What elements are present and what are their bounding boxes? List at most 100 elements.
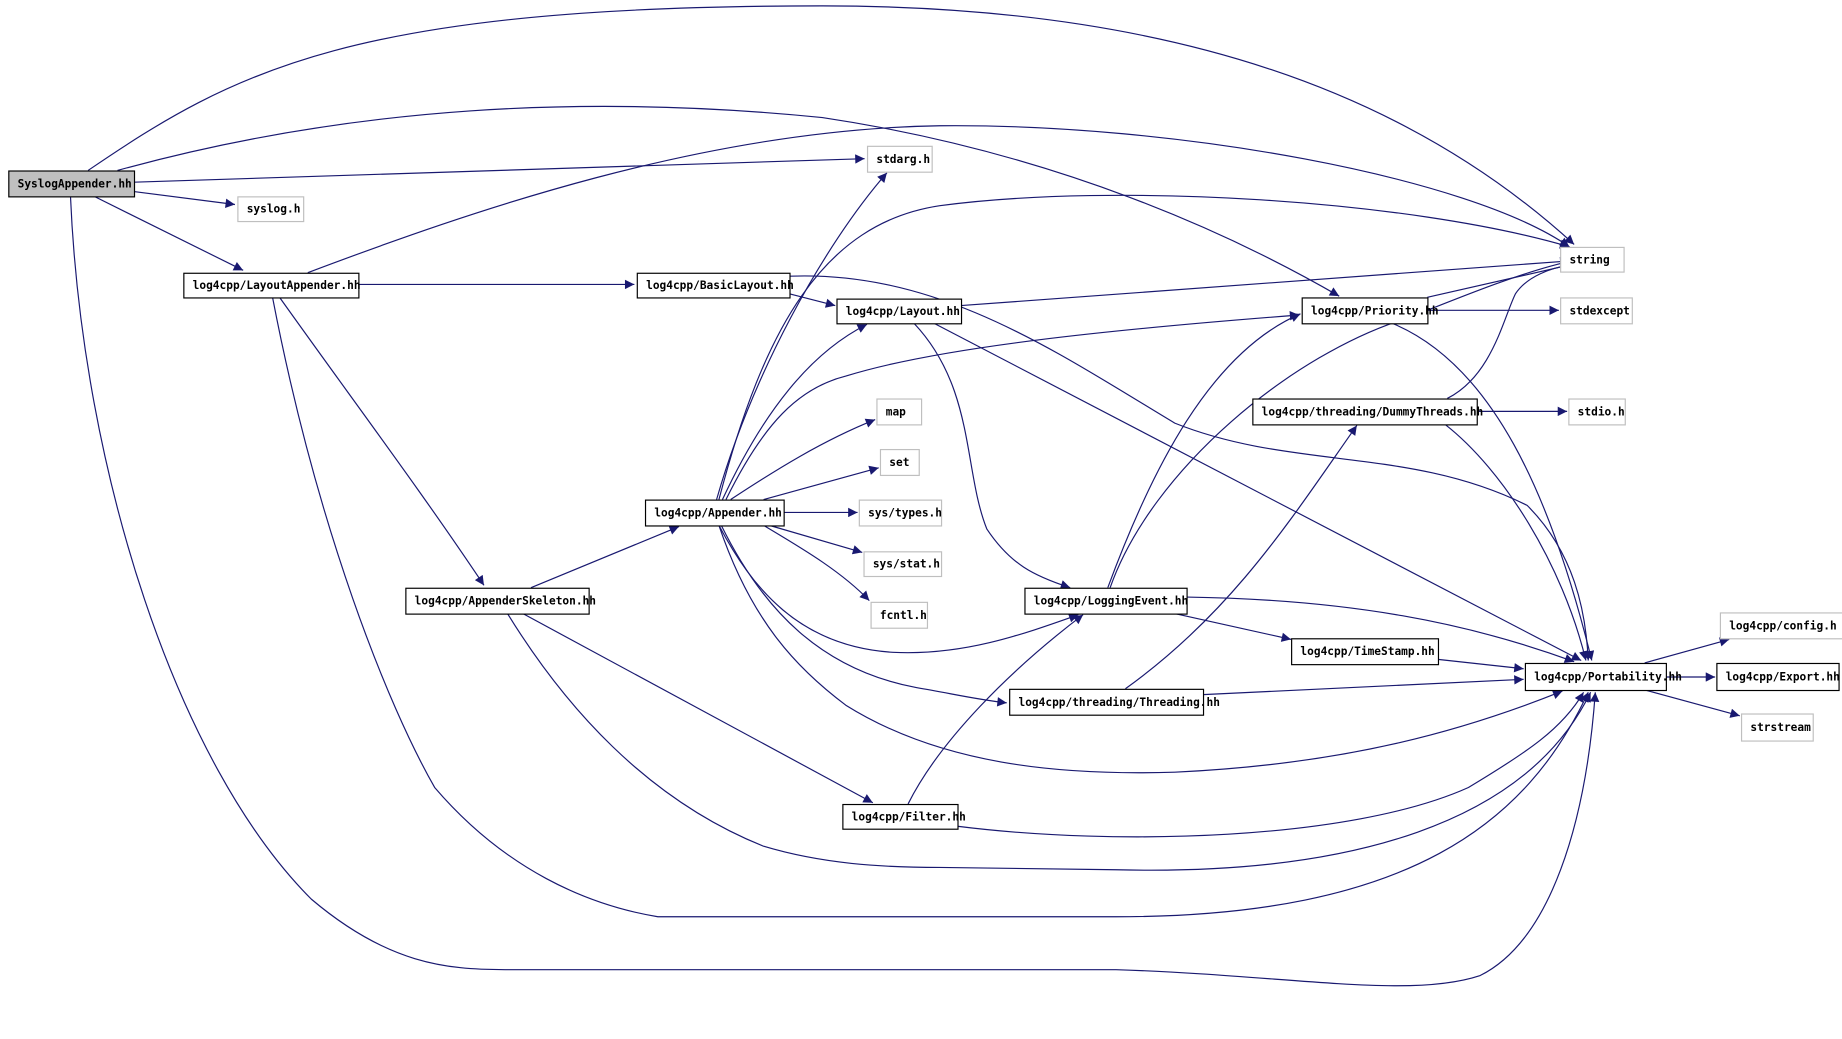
- node-label: strstream: [1750, 721, 1811, 734]
- node-box: [858, 499, 943, 527]
- node-box: [1740, 713, 1814, 742]
- node-box: [836, 298, 963, 325]
- node-label: log4cpp/LoggingEvent.hh: [1034, 595, 1188, 608]
- edge-syslogappender-to-portability: [69, 196, 1600, 987]
- node-dummythreads[interactable]: log4cpp/threading/DummyThreads.hh: [1252, 398, 1484, 426]
- node-box: [866, 145, 933, 173]
- node-strstream: strstream: [1740, 713, 1814, 742]
- node-label: sys/stat.h: [873, 558, 940, 571]
- node-stdio: stdio.h: [1568, 398, 1626, 426]
- edge-appender-to-portability: [718, 525, 1563, 774]
- edges: [69, 5, 1740, 987]
- edge-layout-to-portability: [933, 322, 1582, 662]
- node-label: log4cpp/TimeStamp.hh: [1300, 645, 1434, 658]
- node-set: set: [879, 448, 920, 477]
- node-box: [863, 551, 943, 578]
- edge-appender-to-threading: [720, 525, 1007, 707]
- edge-loggingevent-to-priority: [1107, 313, 1301, 588]
- node-syslogappender[interactable]: SyslogAppender.hh: [8, 170, 136, 198]
- edge-loggingevent-to-portability: [1186, 596, 1575, 663]
- node-systypes: sys/types.h: [858, 499, 943, 527]
- edge-basiclayout-to-layout: [789, 293, 836, 308]
- node-label: log4cpp/LayoutAppender.hh: [193, 279, 361, 292]
- edge-dummythreads-to-string: [1447, 261, 1572, 399]
- edge-appender-to-sysstat: [769, 524, 863, 555]
- node-box: [842, 803, 959, 830]
- node-label: log4cpp/Appender.hh: [654, 507, 782, 520]
- node-box: [237, 196, 305, 223]
- node-box: [1524, 662, 1667, 692]
- node-filter[interactable]: log4cpp/Filter.hh: [842, 803, 966, 830]
- node-box: [1009, 688, 1205, 716]
- edge-filter-to-portability: [957, 691, 1585, 838]
- edge-layout-to-loggingevent: [913, 322, 1071, 590]
- edge-loggingevent-to-timestamp: [1174, 612, 1292, 642]
- node-box: [1719, 612, 1842, 640]
- edge-portability-to-config: [1644, 637, 1730, 664]
- nodes: SyslogAppender.hh syslog.h stdarg.h log4cpp…: [8, 145, 1842, 830]
- edge-priority-to-portability: [1391, 322, 1595, 661]
- node-box: [1291, 638, 1440, 666]
- edge-layoutappender-to-appenderskeleton: [279, 297, 485, 586]
- node-label: log4cpp/config.h: [1729, 619, 1836, 632]
- node-box: [879, 448, 920, 477]
- node-label: log4cpp/Portability.hh: [1534, 671, 1682, 684]
- node-label: set: [889, 456, 909, 469]
- node-basiclayout[interactable]: log4cpp/BasicLayout.hh: [636, 272, 794, 299]
- node-box: [1024, 587, 1188, 615]
- node-label: stdarg.h: [876, 153, 930, 166]
- node-label: string: [1569, 253, 1609, 266]
- node-threading[interactable]: log4cpp/threading/Threading.hh: [1009, 688, 1220, 716]
- node-label: log4cpp/Layout.hh: [846, 305, 960, 318]
- node-box: [644, 499, 785, 527]
- node-box: [1560, 297, 1633, 325]
- edge-layoutappender-to-portability: [271, 297, 1589, 918]
- node-layoutappender[interactable]: log4cpp/LayoutAppender.hh: [183, 272, 361, 299]
- edge-appender-to-string: [718, 194, 1570, 500]
- node-label: log4cpp/Export.hh: [1726, 671, 1840, 684]
- edge-syslogappender-to-syslog: [133, 190, 236, 208]
- node-string: string: [1560, 246, 1625, 273]
- node-stdarg: stdarg.h: [866, 145, 933, 173]
- edge-appenderskeleton-to-portability: [506, 613, 1592, 871]
- node-syslog: syslog.h: [237, 196, 305, 223]
- node-label: log4cpp/BasicLayout.hh: [646, 279, 794, 292]
- node-box: [1568, 398, 1626, 426]
- node-box: [405, 587, 590, 615]
- edge-basiclayout-to-portability: [789, 275, 1593, 661]
- edge-syslogappender-to-stdarg: [133, 154, 865, 183]
- edge-appender-to-map: [730, 418, 876, 501]
- node-timestamp[interactable]: log4cpp/TimeStamp.hh: [1291, 638, 1440, 666]
- node-map: map: [876, 398, 923, 426]
- node-label: log4cpp/AppenderSkeleton.hh: [415, 595, 596, 608]
- node-label: stdio.h: [1578, 405, 1625, 418]
- node-label: log4cpp/threading/Threading.hh: [1019, 696, 1220, 709]
- edge-appenderskeleton-to-appender: [530, 525, 680, 589]
- edge-threading-to-dummythreads: [1125, 425, 1358, 690]
- node-layout[interactable]: log4cpp/Layout.hh: [836, 298, 963, 325]
- node-export[interactable]: log4cpp/Export.hh: [1716, 662, 1840, 692]
- node-label: log4cpp/threading/DummyThreads.hh: [1262, 405, 1484, 418]
- node-label: SyslogAppender.hh: [18, 177, 132, 190]
- node-appenderskeleton[interactable]: log4cpp/AppenderSkeleton.hh: [405, 587, 596, 615]
- node-loggingevent[interactable]: log4cpp/LoggingEvent.hh: [1024, 587, 1188, 615]
- node-box: [636, 272, 791, 299]
- edge-priority-to-string: [1427, 261, 1572, 298]
- edge-layout-to-string: [960, 256, 1570, 307]
- node-portability[interactable]: log4cpp/Portability.hh: [1524, 662, 1682, 692]
- node-label: syslog.h: [247, 203, 301, 216]
- node-label: log4cpp/Filter.hh: [852, 810, 966, 823]
- node-box: [1301, 297, 1429, 325]
- node-label: sys/types.h: [868, 507, 942, 520]
- node-priority[interactable]: log4cpp/Priority.hh: [1301, 297, 1439, 325]
- node-appender[interactable]: log4cpp/Appender.hh: [644, 499, 785, 527]
- node-label: map: [886, 405, 906, 418]
- edge-dummythreads-to-portability: [1444, 423, 1589, 661]
- edge-appender-to-priority: [725, 311, 1300, 500]
- edge-appender-to-layout: [721, 323, 868, 500]
- edge-timestamp-to-portability: [1437, 658, 1524, 673]
- node-box: [1252, 398, 1478, 426]
- node-box: [1560, 246, 1625, 273]
- node-stdexcept: stdexcept: [1560, 297, 1633, 325]
